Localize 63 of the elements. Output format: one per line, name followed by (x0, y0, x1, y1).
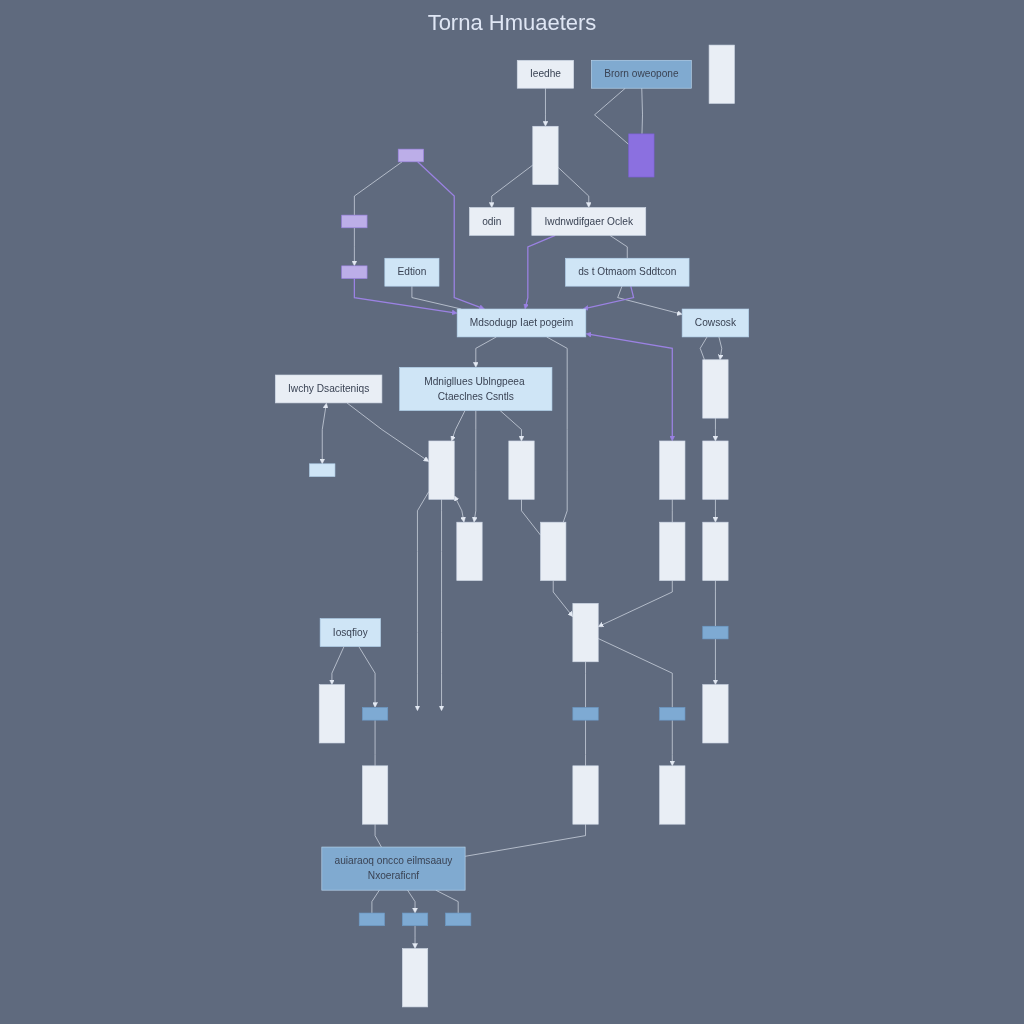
node-box: Iosqfioy (319, 618, 381, 647)
node-box: auiaraoq oncco eilmsaauy Nxoeraficnf (321, 846, 466, 891)
node-box (659, 707, 686, 721)
node-box (708, 44, 735, 104)
node-box (397, 148, 424, 163)
node-box: Iwchy Dsaciteniqs (274, 374, 383, 404)
node-box (362, 765, 389, 825)
connector (699, 336, 708, 361)
node-box: Mdsodugp Iaet pogeim (456, 308, 587, 338)
connector (374, 823, 382, 848)
node-box: Mdnigllues Ublngpeea Ctaeclnes Csntls (399, 367, 553, 411)
node-box (702, 625, 729, 640)
node-box (702, 440, 729, 500)
node-box (341, 265, 368, 279)
connector (354, 161, 403, 216)
connector (585, 719, 586, 767)
connector (609, 235, 628, 259)
arrow (585, 331, 676, 442)
diagram-title: Torna Hmuaeters (426, 9, 598, 37)
connector (521, 499, 541, 536)
connector (641, 87, 643, 135)
node-box: Brorn oweopone (591, 60, 692, 89)
node-box (362, 707, 389, 721)
node-box (309, 463, 336, 477)
node-box (532, 125, 559, 185)
node-box: ds t Otmaom Sddtcon (565, 257, 690, 287)
connector (464, 823, 586, 857)
node-box (508, 440, 535, 500)
connector (671, 499, 673, 523)
node-box: odin (469, 207, 515, 236)
node-box (540, 521, 567, 581)
node-box (572, 707, 599, 721)
connector (597, 638, 673, 708)
connector (585, 661, 586, 708)
node-box (659, 440, 686, 500)
node-box (572, 603, 599, 663)
node-box: Ieedhe (516, 60, 574, 89)
node-box: Edtion (384, 257, 440, 287)
arrow (417, 161, 485, 310)
node-box (358, 912, 385, 927)
node-box (445, 912, 472, 927)
node-box: Cowsosk (681, 308, 750, 338)
node-box (402, 912, 429, 927)
connector (715, 580, 716, 627)
node-box: Iwdnwdifgaer Oclek (531, 207, 647, 236)
arrow (353, 277, 458, 316)
connector (374, 719, 376, 767)
node-box (341, 214, 368, 229)
node-box (659, 521, 686, 581)
node-box (659, 765, 686, 825)
node-box (318, 684, 345, 744)
connector (371, 889, 380, 914)
arrow (523, 234, 556, 310)
node-box (628, 133, 655, 178)
connector (594, 87, 629, 145)
node-box (702, 521, 729, 581)
node-box (702, 684, 729, 744)
connector (546, 336, 568, 523)
node-box (428, 440, 455, 500)
node-box (702, 359, 729, 419)
node-box (402, 948, 429, 1008)
node-box (456, 521, 483, 581)
node-box (572, 765, 599, 825)
